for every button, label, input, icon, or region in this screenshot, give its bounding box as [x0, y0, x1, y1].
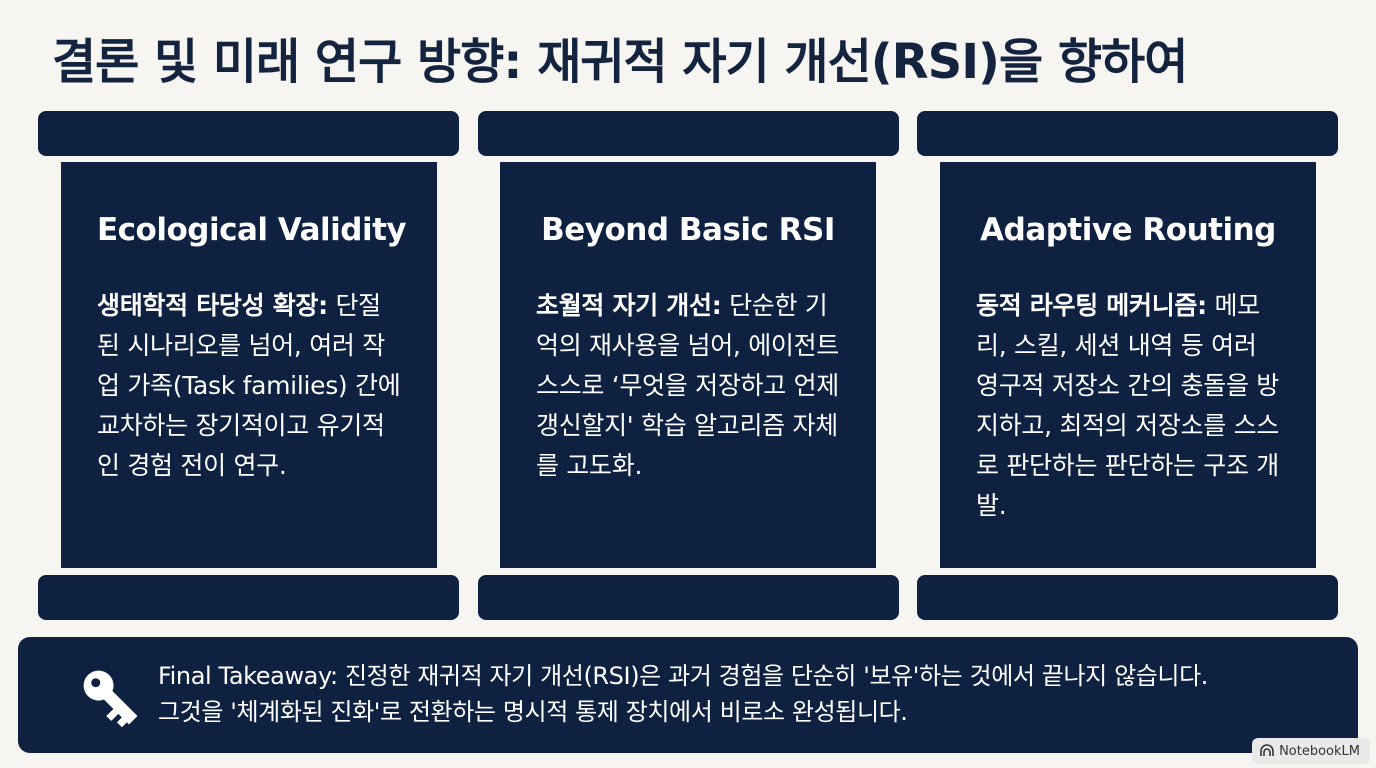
- notebooklm-icon: [1260, 744, 1274, 756]
- pillar-lead: 생태학적 타당성 확장:: [97, 291, 328, 320]
- pillar-title: Ecological Validity: [97, 212, 407, 248]
- pillar-body: 생태학적 타당성 확장: 단절된 시나리오를 넘어, 여러 작업 가족(Task…: [97, 286, 401, 486]
- pillar-1-capital: [38, 111, 459, 156]
- pillar-lead: 동적 라우팅 메커니즘:: [976, 291, 1207, 320]
- pillar-title: Beyond Basic RSI: [541, 212, 835, 248]
- pillar-text: 메모리, 스킬, 세션 내역 등 여러 영구적 저장소 간의 충돌을 방지하고,…: [976, 291, 1279, 520]
- badge-label: NotebookLM: [1279, 743, 1360, 759]
- takeaway-text: Final Takeaway: 진정한 재귀적 자기 개선(RSI)은 과거 경…: [158, 658, 1208, 730]
- pillar-body: 초월적 자기 개선: 단순한 기억의 재사용을 넘어, 에이전트 스스로 ‘무엇…: [536, 286, 840, 486]
- page-title: 결론 및 미래 연구 방향: 재귀적 자기 개선(RSI)을 향하여: [52, 34, 1188, 90]
- key-icon: [83, 670, 138, 728]
- notebooklm-badge[interactable]: NotebookLM: [1252, 738, 1370, 764]
- pillar-beyond-basic-rsi: Beyond Basic RSI 초월적 자기 개선: 단순한 기억의 재사용을…: [500, 162, 876, 568]
- pillar-3-capital: [917, 111, 1338, 156]
- pillar-adaptive-routing: Adaptive Routing 동적 라우팅 메커니즘: 메모리, 스킬, 세…: [940, 162, 1316, 568]
- pillar-lead: 초월적 자기 개선:: [536, 291, 722, 320]
- pillar-body: 동적 라우팅 메커니즘: 메모리, 스킬, 세션 내역 등 여러 영구적 저장소…: [976, 286, 1280, 526]
- pillar-2-base: [478, 575, 899, 620]
- pillar-1-base: [38, 575, 459, 620]
- pillar-2-capital: [478, 111, 899, 156]
- pillar-text: 단순한 기억의 재사용을 넘어, 에이전트 스스로 ‘무엇을 저장하고 언제 갱…: [536, 291, 839, 480]
- takeaway-line-1: Final Takeaway: 진정한 재귀적 자기 개선(RSI)은 과거 경…: [158, 662, 1209, 690]
- pillar-text: 단절된 시나리오를 넘어, 여러 작업 가족(Task families) 간에…: [97, 291, 401, 480]
- pillar-3-base: [917, 575, 1338, 620]
- pillar-title: Adaptive Routing: [980, 212, 1276, 248]
- pillar-ecological-validity: Ecological Validity 생태학적 타당성 확장: 단절된 시나리…: [61, 162, 437, 568]
- takeaway-line-2: 그것을 '체계화된 진화'로 전환하는 명시적 통제 장치에서 비로소 완성됩니…: [158, 698, 908, 726]
- final-takeaway-banner: Final Takeaway: 진정한 재귀적 자기 개선(RSI)은 과거 경…: [18, 637, 1358, 753]
